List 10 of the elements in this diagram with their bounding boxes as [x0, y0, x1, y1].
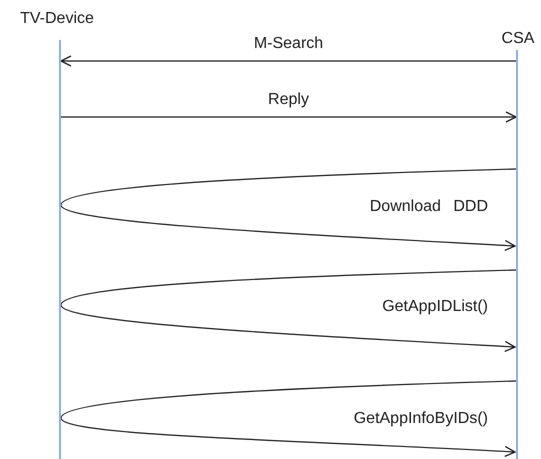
participant-name: CSA	[502, 30, 534, 48]
message-arrow	[60, 55, 516, 67]
edge-label: Reply	[266, 91, 311, 109]
message-arrow	[61, 111, 517, 123]
participant-name: TV-Device	[20, 10, 94, 28]
message-arrow	[60, 168, 516, 252]
edge-label: GetAppInfoByIDs()	[352, 410, 490, 428]
edge-label: GetAppIDList()	[380, 298, 490, 316]
message-arrow	[60, 269, 516, 352]
message-arrow	[60, 380, 516, 458]
